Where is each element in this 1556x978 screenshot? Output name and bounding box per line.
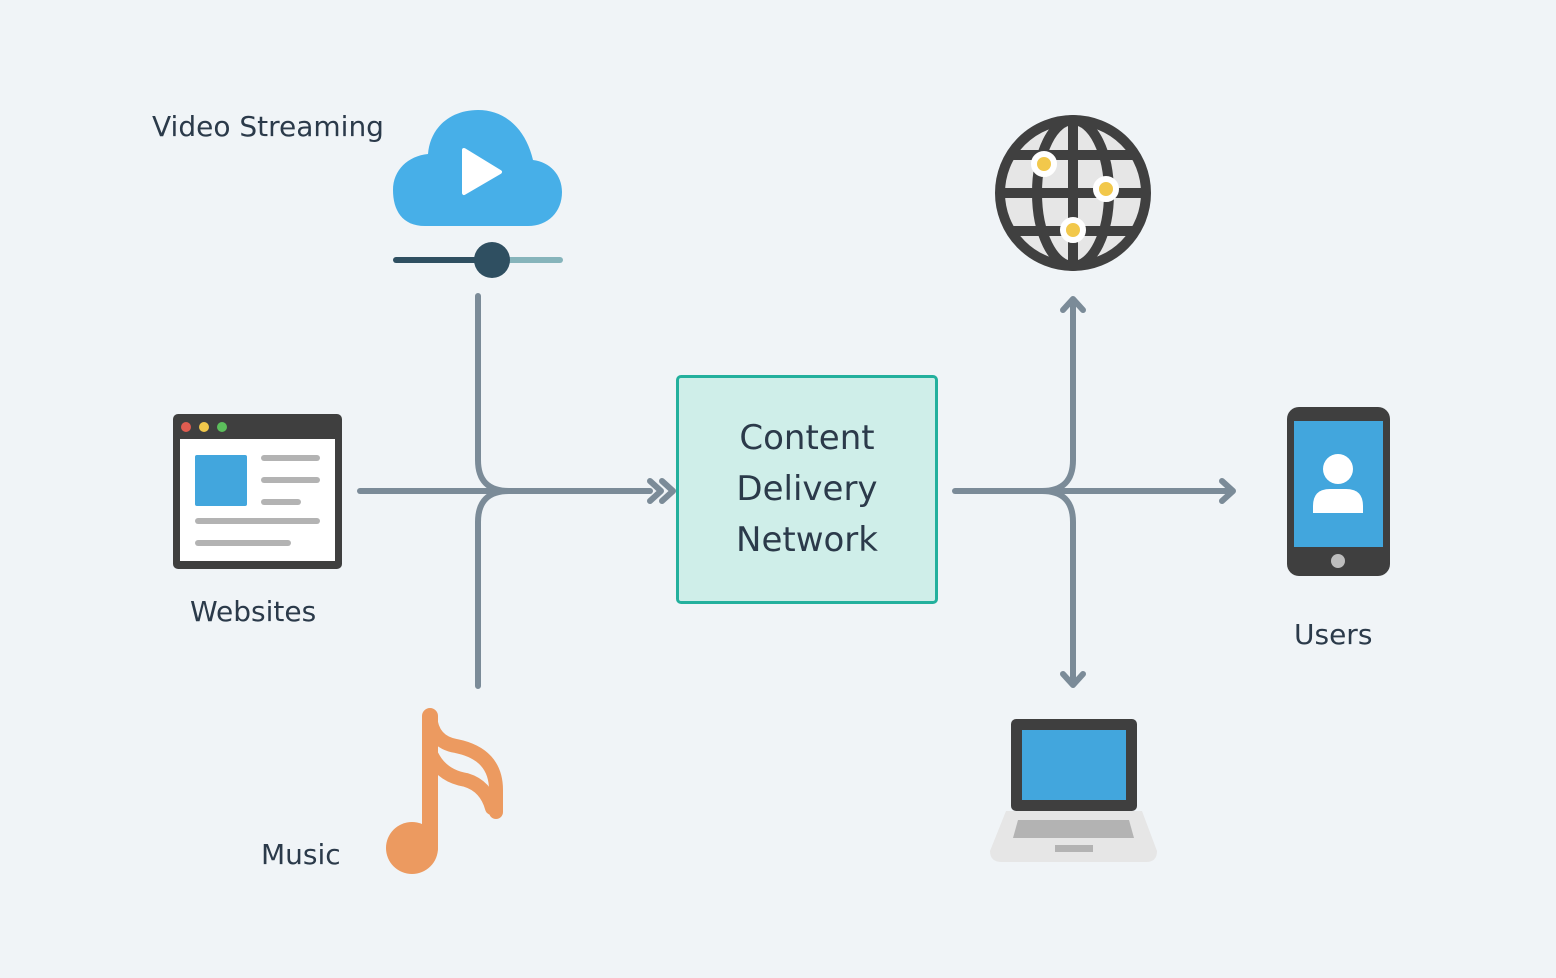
play-icon bbox=[462, 148, 502, 195]
arrowhead-users bbox=[1219, 478, 1236, 504]
globe-icon bbox=[995, 115, 1151, 271]
input-connectors bbox=[357, 293, 676, 689]
label-music: Music bbox=[261, 838, 341, 871]
connector-to-laptop bbox=[1039, 488, 1076, 687]
user-head bbox=[1323, 454, 1353, 484]
laptop-icon bbox=[990, 719, 1157, 862]
user-body bbox=[1313, 489, 1363, 513]
cdn-label-line-1: Content bbox=[739, 418, 875, 458]
arrowhead-globe bbox=[1060, 296, 1086, 313]
globe-location-dots bbox=[1031, 151, 1119, 243]
music-note-icon bbox=[386, 708, 503, 874]
connector-music bbox=[475, 488, 512, 689]
arrowhead-cdn-2 bbox=[659, 478, 676, 504]
smartphone-user-icon bbox=[1287, 407, 1390, 576]
label-video-streaming: Video Streaming bbox=[152, 110, 384, 143]
label-websites: Websites bbox=[190, 595, 317, 628]
progress-slider-icon bbox=[393, 242, 563, 278]
browser-window-icon bbox=[173, 414, 342, 569]
cdn-node: Content Delivery Network bbox=[676, 375, 938, 604]
label-users: Users bbox=[1294, 618, 1373, 651]
output-connectors bbox=[952, 296, 1236, 688]
arrowhead-laptop bbox=[1060, 671, 1086, 688]
connector-video bbox=[475, 293, 512, 494]
connector-to-globe bbox=[1039, 297, 1076, 494]
cloud-play-icon bbox=[393, 110, 562, 226]
cdn-label-line-3: Network bbox=[736, 520, 878, 560]
cdn-label-line-2: Delivery bbox=[736, 469, 878, 509]
arrowhead-cdn-1 bbox=[647, 478, 664, 504]
